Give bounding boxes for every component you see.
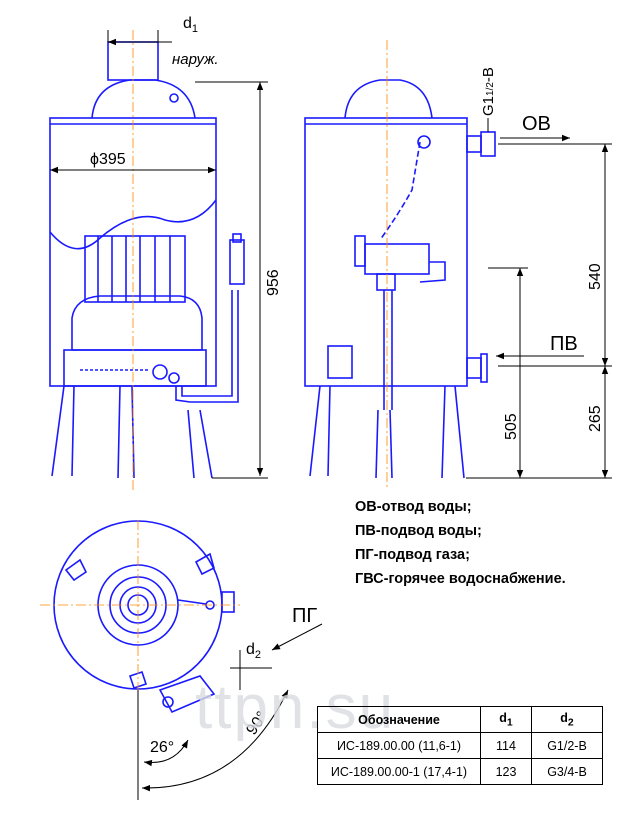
table-cell: G1/2-B: [531, 732, 603, 759]
table-row: ИС-189.00.00 (11,6-1) 114 G1/2-B: [317, 732, 603, 759]
spec-table: Обозначение d1 d2 ИС-189.00.00 (11,6-1) …: [317, 706, 603, 785]
pg-label: ПГ: [292, 605, 317, 627]
gas-pipe: [175, 290, 239, 403]
pv-label: ПВ: [550, 333, 578, 355]
dim-265-label: 265: [587, 405, 604, 432]
plan-outlet: [221, 591, 235, 613]
ov-outlet: [466, 135, 482, 153]
table-cell: G3/4-B: [531, 758, 603, 785]
legend-gvs: ГВС-горячее водоснабжение.: [355, 571, 566, 587]
table-cell: 123: [480, 758, 532, 785]
side-body: [304, 117, 468, 387]
table-cell: ИС-189.00.00 (11,6-1): [317, 732, 481, 759]
table-header-designation: Обозначение: [317, 706, 481, 733]
side-dimensions: [466, 118, 612, 479]
combustion-chamber: [71, 295, 203, 351]
diameter-label: ϕ395: [90, 151, 126, 168]
table-header-d1: d1: [480, 706, 532, 733]
side-view: [304, 79, 496, 479]
expansion-tank: [327, 345, 353, 379]
legend-pv: ПВ-подвод воды;: [355, 523, 482, 539]
top-dome: [91, 79, 196, 119]
outer-label: наруж.: [172, 51, 219, 68]
gas-control-unit: [364, 243, 430, 275]
d1-label: d1: [183, 15, 198, 35]
legend-pg: ПГ-подвод газа;: [355, 547, 470, 563]
gas-valve: [229, 239, 245, 285]
dim-505-label: 505: [503, 413, 520, 440]
ov-label: ОВ: [522, 113, 551, 135]
angle-26-label: 26°: [150, 739, 174, 756]
table-cell: ИС-189.00.00-1 (17,4-1): [317, 758, 481, 785]
table-header-row: Обозначение d1 d2: [317, 706, 603, 733]
d2-label: d2: [246, 641, 261, 661]
dim-540-label: 540: [587, 263, 604, 290]
front-view: [49, 41, 245, 479]
table-row: ИС-189.00.00-1 (17,4-1) 123 G3/4-B: [317, 758, 603, 785]
table-cell: 114: [480, 732, 532, 759]
height-956-label: 956: [265, 269, 282, 296]
table-header-d2: d2: [531, 706, 603, 733]
pv-inlet: [466, 357, 482, 379]
front-dimensions: [50, 30, 268, 479]
legend-ov: ОВ-отвод воды;: [355, 499, 472, 515]
plan-dimensions: [137, 623, 323, 800]
burner-box: [63, 349, 207, 387]
cutaway-edge: [49, 199, 217, 250]
thread-top-label: G11/2-B: [480, 67, 497, 116]
bracket: [64, 558, 88, 582]
side-dome: [344, 79, 433, 119]
